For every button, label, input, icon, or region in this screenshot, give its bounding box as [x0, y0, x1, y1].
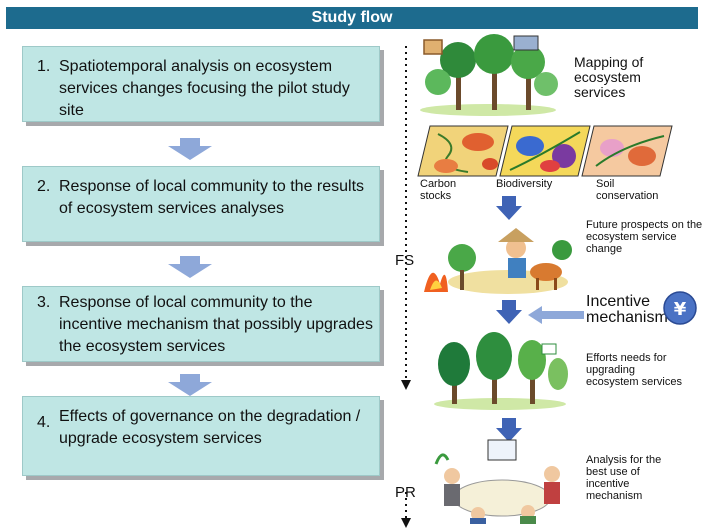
phase-fs-label: FS	[395, 252, 415, 269]
incentive-left-arrow	[528, 306, 584, 324]
step-4-box: 4. Effects of governance on the degradat…	[22, 396, 380, 476]
analysis-caption: Analysis for the best use of incentive m…	[586, 454, 662, 502]
down-arrow-2	[168, 256, 212, 278]
mapping-caption: Mapping of ecosystem services	[574, 54, 644, 100]
forest-upgrading-illustration	[434, 332, 568, 410]
right-down-arrow-1	[496, 196, 522, 220]
step-text: Response of local community to the resul…	[59, 178, 365, 217]
right-down-arrow-3	[496, 418, 522, 442]
step-2-box: 2. Response of local community to the re…	[22, 166, 380, 242]
svg-text:¥: ¥	[674, 299, 687, 320]
step-number: 4.	[37, 414, 51, 431]
soil-conservation-map	[581, 125, 673, 177]
timeline-dotted-line	[401, 46, 411, 528]
phase-pr-label: PR	[395, 484, 416, 501]
carbon-stocks-label: Carbon stocks	[420, 178, 457, 202]
step-text: Spatiotemporal analysis on ecosystem ser…	[59, 58, 350, 119]
carbon-stocks-map	[417, 125, 509, 177]
step-text: Effects of governance on the degradation…	[59, 408, 361, 447]
down-arrow-3	[168, 374, 212, 396]
future-prospects-caption: Future prospects on the ecosystem servic…	[586, 219, 703, 255]
biodiversity-label: Biodiversity	[496, 178, 553, 190]
farming-landscape-illustration	[424, 228, 572, 294]
step-number: 3.	[37, 294, 51, 311]
incentive-mechanism-label: Incentive mechanism	[586, 293, 668, 326]
forest-mapping-illustration	[418, 32, 558, 116]
step-3-box: 3. Response of local community to the in…	[22, 286, 380, 362]
biodiversity-map	[499, 125, 591, 177]
study-flow-header: Study flow	[6, 7, 698, 29]
soil-conservation-label: Soil conservation	[596, 178, 659, 202]
right-down-arrow-2	[496, 300, 522, 324]
meeting-illustration	[434, 439, 560, 524]
step-number: 1.	[37, 58, 51, 75]
step-number: 2.	[37, 178, 51, 195]
yen-coin-icon: ¥	[663, 291, 697, 325]
efforts-caption: Efforts needs for upgrading ecosystem se…	[586, 352, 682, 388]
down-arrow-1	[168, 138, 212, 160]
step-text: Response of local community to the incen…	[59, 294, 373, 355]
step-1-box: 1. Spatiotemporal analysis on ecosystem …	[22, 46, 380, 122]
